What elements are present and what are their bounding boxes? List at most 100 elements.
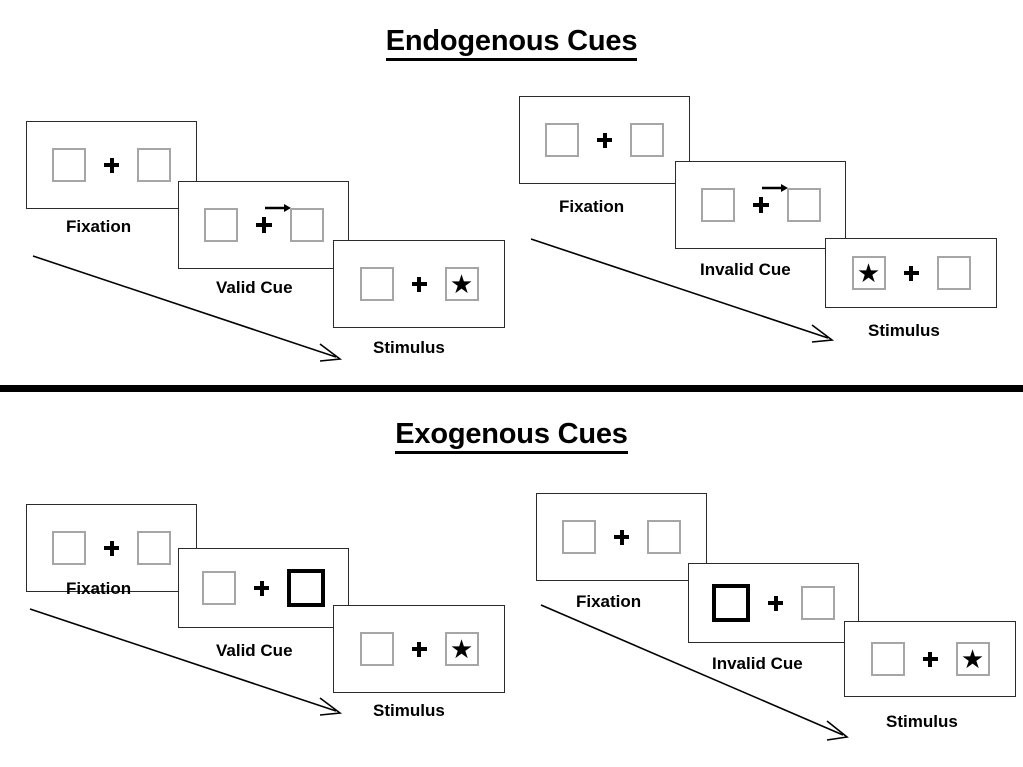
star-icon: ★ bbox=[856, 258, 881, 288]
endogenous-invalid-time-arrow bbox=[530, 238, 835, 343]
left-box-slot bbox=[52, 148, 86, 182]
caption-endogenous-invalid-cue: Invalid Cue bbox=[700, 260, 791, 279]
fixation-cross-icon bbox=[614, 529, 629, 545]
fixation-cross-icon bbox=[254, 580, 269, 596]
caption-exogenous-valid-fixation: Fixation bbox=[66, 579, 132, 598]
fixation-cross-icon bbox=[597, 132, 612, 148]
panel-exogenous-valid-stimulus[interactable]: ★ bbox=[333, 605, 505, 693]
right-box-slot bbox=[289, 208, 324, 242]
right-box[interactable] bbox=[287, 569, 325, 607]
right-box-slot bbox=[801, 586, 835, 620]
panel-content bbox=[676, 162, 845, 248]
right-box-slot bbox=[287, 569, 325, 607]
left-box-slot: ★ bbox=[851, 256, 886, 290]
right-box[interactable]: ★ bbox=[955, 642, 990, 676]
right-box[interactable] bbox=[137, 148, 171, 182]
right-box[interactable] bbox=[289, 208, 324, 242]
left-box-slot bbox=[700, 188, 735, 222]
caption-exogenous-invalid-cue: Invalid Cue bbox=[712, 654, 803, 673]
star-icon: ★ bbox=[960, 644, 985, 674]
panel-exogenous-valid-cue[interactable] bbox=[178, 548, 349, 628]
panel-endogenous-valid-fixation[interactable] bbox=[26, 121, 197, 209]
right-box[interactable]: ★ bbox=[444, 267, 479, 301]
panel-content bbox=[179, 549, 348, 627]
right-box-slot bbox=[647, 520, 681, 554]
caption-exogenous-invalid-stimulus: Stimulus bbox=[886, 712, 958, 731]
right-box[interactable] bbox=[137, 531, 171, 565]
star-icon: ★ bbox=[449, 269, 474, 299]
caption-endogenous-valid-stimulus: Stimulus bbox=[373, 338, 445, 357]
panel-endogenous-invalid-cue[interactable] bbox=[675, 161, 846, 249]
left-box[interactable] bbox=[52, 148, 86, 182]
fixation-cross-icon bbox=[411, 641, 427, 657]
left-box-slot bbox=[203, 208, 238, 242]
right-arrow-icon bbox=[761, 184, 788, 192]
right-box[interactable] bbox=[936, 256, 971, 290]
left-box[interactable] bbox=[545, 123, 579, 157]
left-box[interactable] bbox=[52, 531, 86, 565]
section-divider bbox=[0, 385, 1023, 392]
fixation-cross-icon bbox=[903, 265, 919, 281]
fixation-cross-icon bbox=[752, 184, 788, 213]
left-box-slot bbox=[359, 632, 394, 666]
left-box[interactable] bbox=[870, 642, 905, 676]
fixation-cross-icon bbox=[255, 204, 291, 233]
left-box-slot bbox=[545, 123, 579, 157]
right-box-slot bbox=[630, 123, 664, 157]
right-box-slot bbox=[936, 256, 971, 290]
endogenous-valid-time-arrow bbox=[32, 255, 343, 362]
left-box-slot bbox=[870, 642, 905, 676]
left-box-slot bbox=[359, 267, 394, 301]
panel-endogenous-invalid-fixation[interactable] bbox=[519, 96, 690, 184]
panel-content: ★ bbox=[334, 606, 504, 692]
right-box-slot: ★ bbox=[444, 267, 479, 301]
left-box-slot bbox=[52, 531, 86, 565]
left-box[interactable] bbox=[359, 267, 394, 301]
left-box-slot bbox=[712, 584, 750, 622]
left-box[interactable] bbox=[562, 520, 596, 554]
right-box-slot bbox=[137, 148, 171, 182]
right-box[interactable] bbox=[801, 586, 835, 620]
panel-content bbox=[689, 564, 858, 642]
left-box[interactable] bbox=[359, 632, 394, 666]
fixation-cross-icon bbox=[104, 157, 119, 173]
right-box[interactable] bbox=[647, 520, 681, 554]
panel-content bbox=[27, 122, 196, 208]
right-box[interactable] bbox=[630, 123, 664, 157]
left-box[interactable] bbox=[203, 208, 238, 242]
right-box[interactable]: ★ bbox=[444, 632, 479, 666]
panel-endogenous-valid-cue[interactable] bbox=[178, 181, 349, 269]
caption-endogenous-invalid-stimulus: Stimulus bbox=[868, 321, 940, 340]
section-title-exogenous: Exogenous Cues bbox=[0, 418, 1023, 454]
panel-exogenous-invalid-fixation[interactable] bbox=[536, 493, 707, 581]
left-box[interactable]: ★ bbox=[851, 256, 886, 290]
right-box-slot: ★ bbox=[955, 642, 990, 676]
caption-endogenous-invalid-fixation: Fixation bbox=[559, 197, 625, 216]
exogenous-invalid-time-arrow bbox=[540, 604, 849, 741]
right-box[interactable] bbox=[786, 188, 821, 222]
caption-exogenous-invalid-fixation: Fixation bbox=[576, 592, 642, 611]
caption-endogenous-valid-fixation: Fixation bbox=[66, 217, 132, 236]
panel-endogenous-invalid-stimulus[interactable]: ★ bbox=[825, 238, 997, 308]
fixation-cross-icon bbox=[922, 651, 938, 667]
right-box-slot bbox=[137, 531, 171, 565]
left-box[interactable] bbox=[712, 584, 750, 622]
left-box-slot bbox=[562, 520, 596, 554]
star-icon: ★ bbox=[449, 634, 474, 664]
caption-exogenous-valid-stimulus: Stimulus bbox=[373, 701, 445, 720]
fixation-cross-icon bbox=[768, 595, 783, 611]
panel-content bbox=[520, 97, 689, 183]
panel-content: ★ bbox=[826, 239, 996, 307]
fixation-cross-icon bbox=[104, 540, 119, 556]
panel-exogenous-invalid-cue[interactable] bbox=[688, 563, 859, 643]
panel-content bbox=[179, 182, 348, 268]
left-box[interactable] bbox=[700, 188, 735, 222]
caption-endogenous-valid-cue: Valid Cue bbox=[216, 278, 293, 297]
panel-exogenous-invalid-stimulus[interactable]: ★ bbox=[844, 621, 1016, 697]
panel-endogenous-valid-stimulus[interactable]: ★ bbox=[333, 240, 505, 328]
caption-exogenous-valid-cue: Valid Cue bbox=[216, 641, 293, 660]
left-box[interactable] bbox=[202, 571, 236, 605]
right-arrow-icon bbox=[264, 204, 291, 212]
exogenous-valid-time-arrow bbox=[29, 608, 343, 716]
